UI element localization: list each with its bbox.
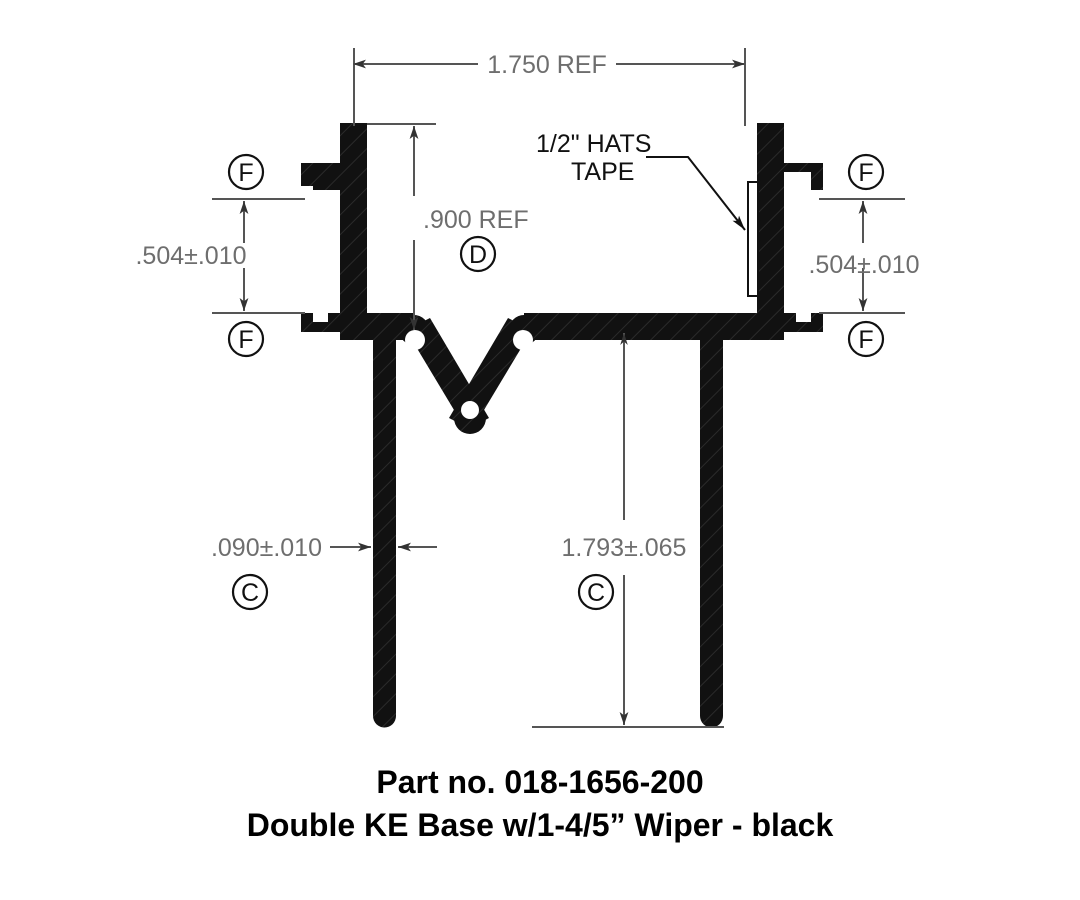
balloon-f-bottom-left[interactable]: F: [227, 320, 265, 358]
balloon-circle: [847, 320, 885, 358]
balloon-c-left[interactable]: C: [231, 573, 269, 611]
dim-label-left-flange-gap: .504±.010: [135, 242, 246, 270]
left-upper-flange-lip: [301, 163, 340, 172]
balloon-f-bottom-right[interactable]: F: [847, 320, 885, 358]
balloon-label: C: [241, 579, 259, 607]
right-wall: [757, 123, 784, 332]
balloon-f-top-left[interactable]: F: [227, 153, 265, 191]
note-hats-tape: 1/2" HATS TAPE: [536, 130, 746, 231]
left-lower-flange: [301, 313, 340, 332]
balloon-label: F: [238, 326, 253, 354]
dimension-left-flange-gap: .504±.010: [135, 198, 305, 314]
dim-label-wiper-thickness: .090±.010: [211, 534, 322, 562]
balloon-circle: [847, 153, 885, 191]
balloon-label: F: [858, 159, 873, 187]
title-part-number: Part no. 018-1656-200: [376, 764, 703, 800]
title-description: Double KE Base w/1-4/5” Wiper - black: [247, 807, 834, 843]
dim-label-wiper-length: 1.793±.065: [562, 534, 687, 562]
v-notch-right-relief: [513, 330, 533, 350]
note-hats-tape-line2: TAPE: [571, 158, 634, 186]
right-wiper-leg: [700, 332, 723, 728]
dim-label-right-flange-gap: .504±.010: [808, 251, 919, 279]
dimension-right-flange-gap: .504±.010: [808, 198, 920, 314]
balloon-circle: [227, 153, 265, 191]
note-hats-tape-leader: [646, 156, 746, 231]
dim-label-inner-height: .900 REF: [423, 206, 529, 234]
balloon-label: C: [587, 579, 605, 607]
hats-tape-strip: [747, 181, 759, 297]
dim-label-overall-width: 1.750 REF: [487, 51, 607, 79]
balloon-f-top-right[interactable]: F: [847, 153, 885, 191]
title-block: Part no. 018-1656-200 Double KE Base w/1…: [247, 764, 834, 843]
right-lower-flange: [784, 313, 823, 332]
balloon-circle: [231, 573, 269, 611]
right-upper-flange: [784, 163, 823, 190]
v-notch-left-relief: [405, 330, 425, 350]
dimension-wiper-length: 1.793±.065: [532, 333, 724, 728]
dim-arrow-wiper-length-top: [620, 333, 628, 345]
balloon-c-right[interactable]: C: [577, 573, 615, 611]
left-wiper-leg: [373, 332, 396, 728]
dimension-wiper-thickness: .090±.010: [211, 534, 437, 562]
bottom-web-right: [524, 313, 784, 340]
balloon-circle: [459, 235, 497, 273]
balloon-circle: [227, 320, 265, 358]
balloon-label: F: [238, 159, 253, 187]
v-notch-vertex-relief: [461, 401, 479, 419]
balloon-circle: [577, 573, 615, 611]
note-hats-tape-line1: 1/2" HATS: [536, 130, 651, 158]
balloon-label: D: [469, 241, 487, 269]
dimension-inner-height: .900 REF: [367, 123, 529, 330]
left-wall: [340, 123, 367, 332]
dimension-overall-width: 1.750 REF: [353, 48, 746, 126]
balloon-label: F: [858, 326, 873, 354]
extrusion-profile: [301, 123, 823, 728]
balloon-d-center[interactable]: D: [459, 235, 497, 273]
